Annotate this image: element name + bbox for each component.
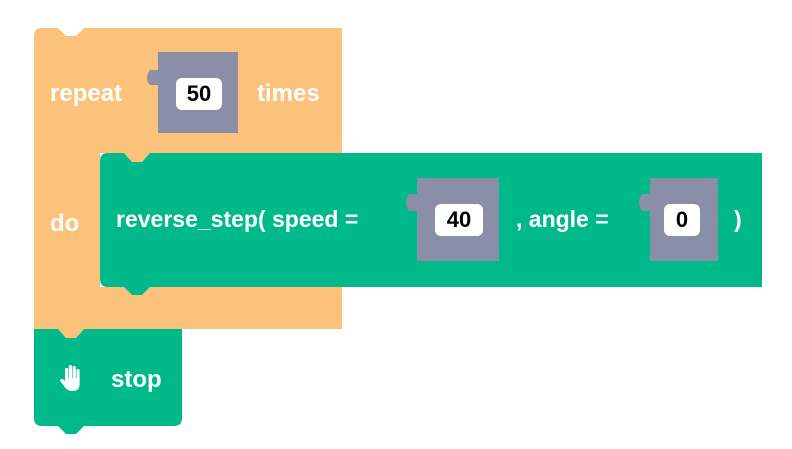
times-label: times [257, 80, 320, 107]
hand-stop-icon [60, 365, 80, 391]
angle-label: , angle = [516, 206, 609, 232]
stop-block-shape[interactable] [34, 329, 182, 434]
close-paren-label: ) [734, 206, 742, 232]
repeat-count-field[interactable]: 50 [176, 78, 222, 110]
stop-label: stop [111, 366, 162, 393]
reverse-step-label: reverse_step( speed = [116, 206, 359, 232]
repeat-label: repeat [50, 80, 123, 107]
do-label: do [50, 210, 80, 237]
repeat-block-shape[interactable] [34, 28, 342, 338]
angle-value-field[interactable]: 0 [664, 204, 700, 236]
speed-value-field[interactable]: 40 [435, 204, 483, 236]
